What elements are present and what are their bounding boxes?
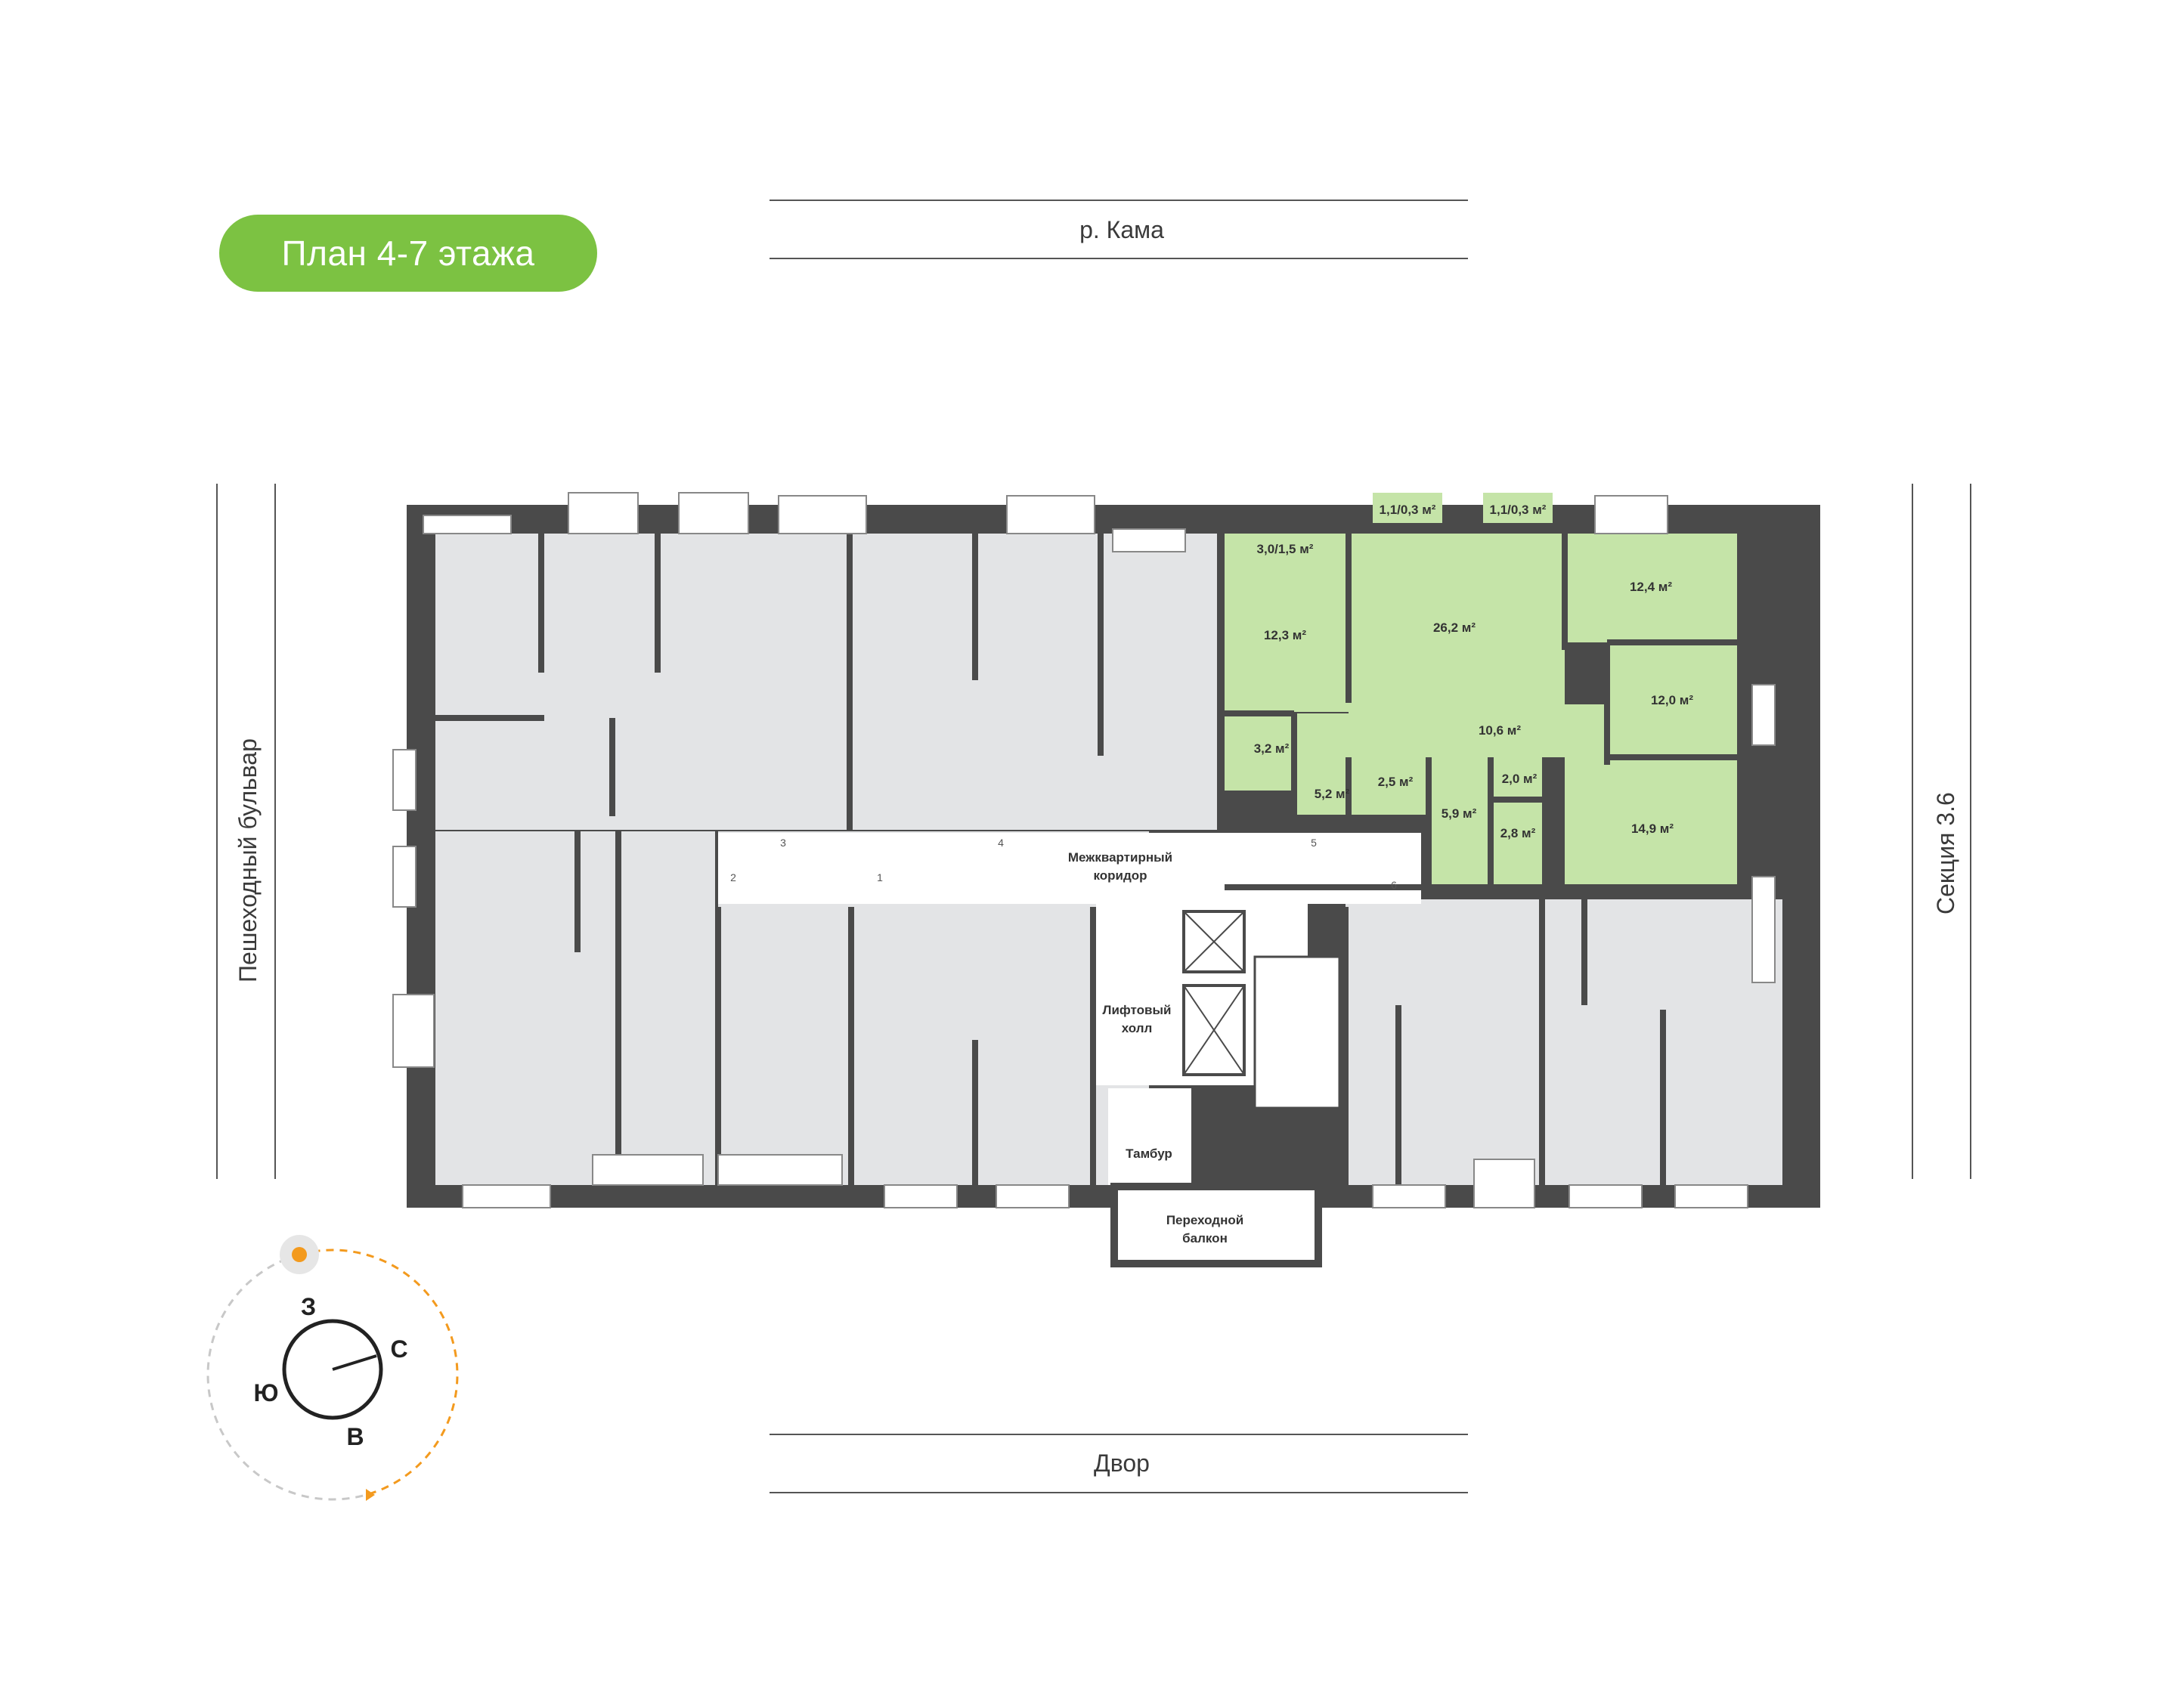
area-labels: 3,0/1,5 м² 1,1/0,3 м² 1,1/0,3 м² 12,3 м²… — [1254, 503, 1694, 840]
area-bath-2: 2,8 м² — [1500, 826, 1536, 840]
vestibule-label: Тамбур — [1126, 1146, 1172, 1161]
street-lines — [216, 200, 1971, 1493]
interior-walls — [435, 534, 1666, 1185]
balcony-label-1: Переходной — [1166, 1213, 1243, 1227]
compass-letter-s: Ю — [254, 1379, 279, 1406]
floor-plan-title: План 4-7 этажа — [219, 215, 597, 292]
area-wardrobe: 5,9 м² — [1442, 806, 1477, 821]
compass: З С Ю В — [206, 1235, 459, 1501]
lift-hall-label-2: холл — [1122, 1021, 1153, 1035]
street-top-label: р. Кама — [1079, 216, 1164, 243]
compass-letter-w: З — [301, 1293, 316, 1320]
area-storage: 2,5 м² — [1378, 775, 1414, 789]
area-room-1: 12,3 м² — [1264, 628, 1306, 642]
area-bath-1: 3,2 м² — [1254, 741, 1290, 756]
corridor-label-2: коридор — [1093, 868, 1147, 883]
area-room-4: 14,9 м² — [1631, 822, 1674, 836]
area-loggia-1: 3,0/1,5 м² — [1257, 542, 1314, 556]
common-labels: Межквартирный коридор Лифтовый холл Тамб… — [1068, 850, 1243, 1245]
area-hall: 10,6 м² — [1479, 723, 1521, 738]
apt-number: 5 — [1311, 837, 1317, 849]
street-bottom-label: Двор — [1094, 1450, 1150, 1477]
apt-number: 6 — [1391, 879, 1397, 891]
area-room-3: 12,0 м² — [1651, 693, 1693, 707]
corridor-label-1: Межквартирный — [1068, 850, 1172, 865]
balcony-label-2: балкон — [1182, 1231, 1228, 1245]
highlighted-apartment[interactable] — [1225, 493, 1737, 890]
apt-number: 4 — [998, 837, 1004, 849]
area-room-2: 12,4 м² — [1630, 580, 1672, 594]
apt-number: 3 — [780, 837, 786, 849]
area-balcony-2: 1,1/0,3 м² — [1490, 503, 1547, 517]
area-wc: 2,0 м² — [1502, 772, 1538, 786]
windows — [392, 492, 1776, 1208]
area-hall-2: 5,2 м² — [1315, 787, 1350, 801]
compass-letter-e: В — [346, 1423, 364, 1450]
apartment-numbers: 2 3 4 5 6 1 — [730, 837, 1397, 891]
compass-letter-n: С — [390, 1335, 407, 1363]
apt-number: 1 — [877, 871, 883, 883]
compass-dial — [282, 1319, 383, 1420]
lift-hall-label-1: Лифтовый — [1103, 1003, 1172, 1017]
building-shell — [407, 505, 1820, 1267]
area-balcony-1: 1,1/0,3 м² — [1380, 503, 1436, 517]
area-kitchen-living: 26,2 м² — [1433, 620, 1476, 635]
apt-number: 2 — [730, 871, 736, 883]
